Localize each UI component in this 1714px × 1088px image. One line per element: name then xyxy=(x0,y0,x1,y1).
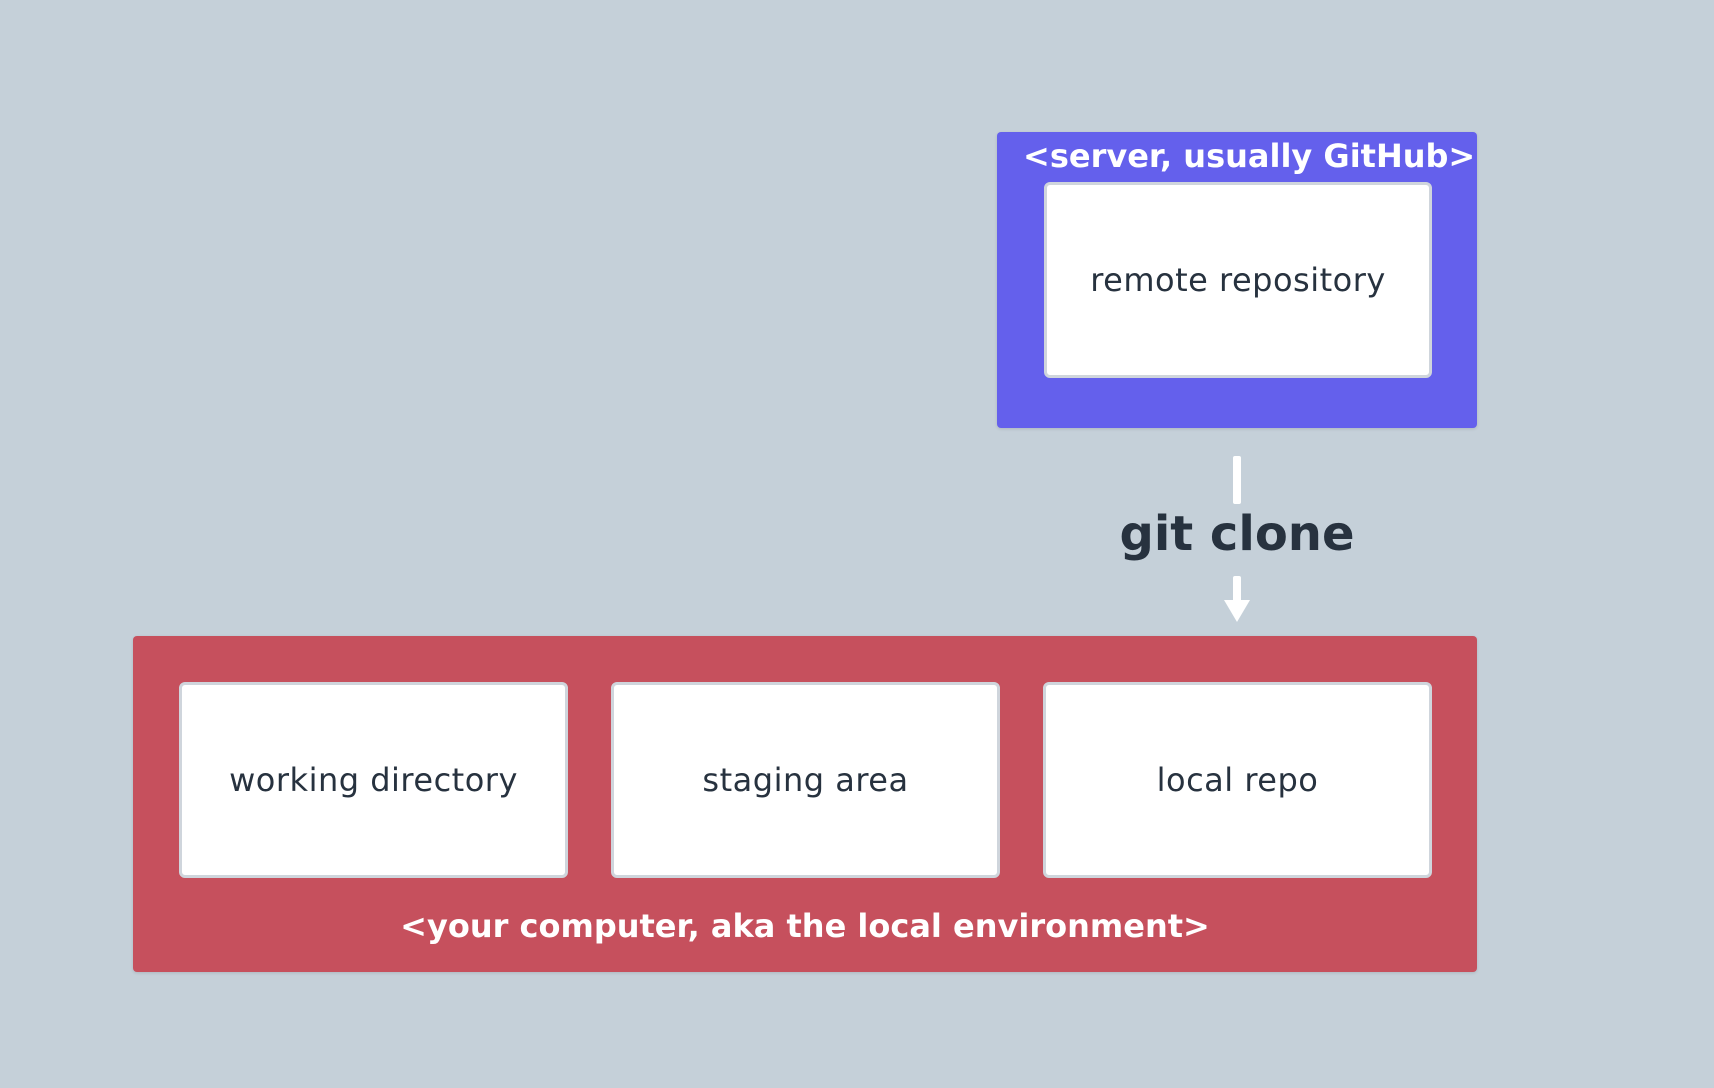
connector-line xyxy=(1233,456,1241,504)
local-repo-box: local repo xyxy=(1043,682,1432,878)
remote-repository-box: remote repository xyxy=(1044,182,1432,378)
staging-area-box: staging area xyxy=(611,682,1000,878)
arrow-down-icon xyxy=(1224,600,1250,622)
local-environment-label: <your computer, aka the local environmen… xyxy=(400,907,1210,945)
server-environment-label: <server, usually GitHub> xyxy=(1023,137,1476,175)
working-directory-box: working directory xyxy=(179,682,568,878)
git-clone-label: git clone xyxy=(1119,506,1355,562)
server-environment: <server, usually GitHub> remote reposito… xyxy=(997,132,1477,428)
arrow-shaft xyxy=(1233,576,1241,604)
local-environment: working directory staging area local rep… xyxy=(133,636,1477,972)
